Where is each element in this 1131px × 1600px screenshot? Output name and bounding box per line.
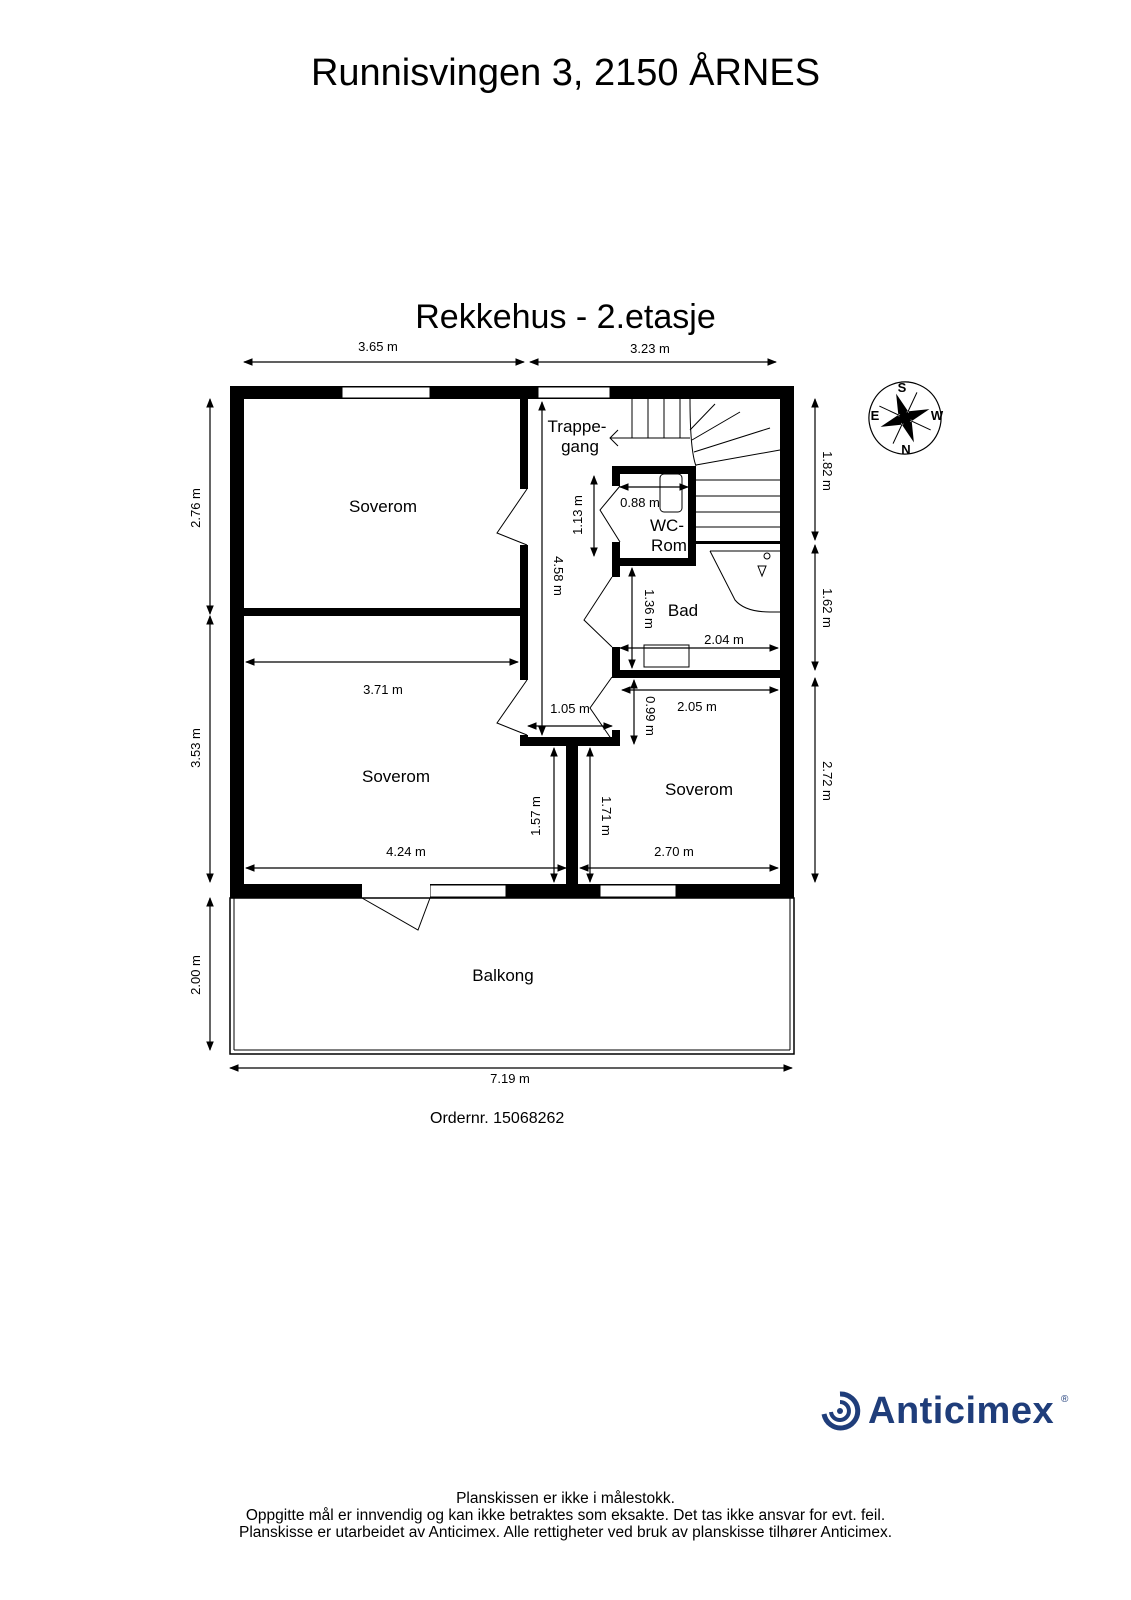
disclaimer: Planskissen er ikke i målestokk. Oppgitt… [0,1490,1131,1541]
dim-bedroom3-bottom: 2.70 m [654,844,694,859]
disclaimer-line-3: Planskisse er utarbeidet av Anticimex. A… [238,1524,892,1541]
dim-bottom: 7.19 m [490,1071,530,1086]
anticimex-logo: Anticimex ® [816,1388,1076,1438]
room-label-bedroom-3: Soverom [665,780,733,799]
disclaimer-line-2: Oppgitte mål er innvendig og kan ikke be… [245,1507,886,1524]
dim-right-lower: 2.72 m [820,761,835,801]
dim-top-right: 3.23 m [630,341,670,356]
dim-wc-height: 1.13 m [570,495,585,535]
dim-right-upper: 1.82 m [820,451,835,491]
window-bedroom-2 [429,884,507,898]
room-label-stairway-line2: gang [561,437,599,456]
room-label-bedroom-1: Soverom [349,497,417,516]
balcony-door-opening [362,884,430,898]
compass-label-s: S [898,380,907,395]
outer-wall-bottom [230,884,794,898]
order-number: Ordernr. 15068262 [430,1110,565,1127]
compass-label-e: E [871,408,880,423]
anticimex-logo-text: Anticimex [868,1390,1055,1432]
outer-wall-left [230,386,244,898]
dim-bad-height: 1.36 m [642,589,657,629]
dim-left-balcony: 2.00 m [188,955,203,995]
window-bedroom-3 [599,884,677,898]
wall-bedroom-divider [244,608,525,616]
dim-left-upper: 2.76 m [188,488,203,528]
dim-bad-width: 2.04 m [704,632,744,647]
window-bedroom-1 [341,386,431,399]
dimension-lines [206,358,819,1072]
compass-label-w: W [931,408,944,423]
room-label-bedroom-2: Soverom [362,767,430,786]
staircase [609,398,781,528]
dim-bedroom2-bottom: 4.24 m [386,844,426,859]
registered-mark: ® [1061,1394,1069,1405]
dim-closet-b: 1.71 m [599,796,614,836]
dim-bedroom3-top: 2.05 m [677,699,717,714]
room-label-balcony: Balkong [472,966,533,985]
outer-wall-top [230,386,794,399]
compass-rose-icon [868,381,942,455]
dim-left-lower: 3.53 m [188,728,203,768]
room-label-stairway-line1: Trappe- [548,417,607,436]
dim-bedroom2-top: 3.71 m [363,682,403,697]
room-label-bathroom: Bad [668,601,698,620]
outer-wall-right [780,386,794,898]
floor-plan-title: Rekkehus - 2.etasje [415,298,716,336]
anticimex-logo-mark-icon [821,1391,861,1431]
window-hallway [537,386,611,399]
dim-right-middle: 1.62 m [820,588,835,628]
dim-passage: 0.99 m [643,696,658,736]
dim-top-left: 3.65 m [358,339,398,354]
dim-wc-width: 0.88 m [620,495,660,510]
room-label-wc-line2: Rom [651,536,687,555]
dim-hall-height: 4.58 m [551,556,566,596]
room-label-wc-line1: WC- [650,516,684,535]
disclaimer-line-1: Planskissen er ikke i målestokk. [456,1490,675,1507]
balcony-outline [229,897,795,1055]
bathroom-fixtures [643,473,780,668]
property-address: Runnisvingen 3, 2150 ÅRNES [310,52,821,94]
compass-label-n: N [901,442,910,457]
dim-closet-a: 1.57 m [528,796,543,836]
dim-hall-width: 1.05 m [550,701,590,716]
